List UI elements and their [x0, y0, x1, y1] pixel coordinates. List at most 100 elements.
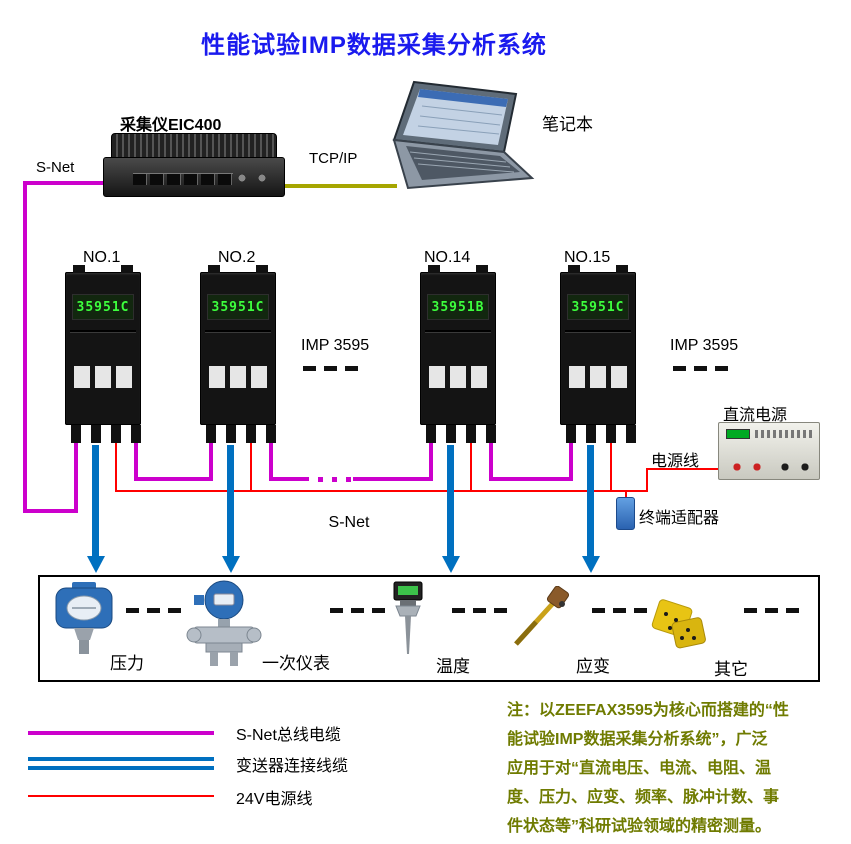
legend-snet-label: S-Net总线电缆 [236, 727, 341, 744]
sensor-label-temperature: 温度 [436, 657, 470, 676]
cable-arrow-1 [87, 556, 105, 573]
power-line-label: 电源线 [651, 453, 700, 470]
transmitter-cable-14 [447, 445, 454, 558]
note-text: 注：以ZEEFAX3595为核心而搭建的“性 能试验IMP数据采集分析系统”，广… [507, 696, 851, 841]
eic400-connectors [235, 171, 269, 185]
terminal-adapter-label: 终端适配器 [639, 510, 720, 527]
imp-model-right-label: IMP 3595 [670, 337, 739, 354]
snet-wire-imp2-left [209, 443, 213, 481]
imp-device-2: 35951C [200, 265, 276, 443]
imp2-connectors [209, 366, 267, 388]
legend-transmitter-line [28, 757, 214, 770]
imp-device-14: 35951B [420, 265, 496, 443]
cable-arrow-2 [222, 556, 240, 573]
sensor-label-other: 其它 [714, 660, 748, 679]
sensor-dashes-2 [330, 608, 385, 613]
snet-wire-imp14-right [489, 443, 493, 481]
imp-device-15: 35951C [560, 265, 636, 443]
sensor-dashes-3 [452, 608, 507, 613]
temperature-sensor-image [386, 580, 430, 656]
imp1-display: 35951C [72, 294, 134, 320]
imp15-pins [566, 425, 636, 443]
note-line-5: 件状态等”科研试验领域的精密测量。 [507, 818, 772, 835]
dc-power-label: 直流电源 [723, 407, 788, 424]
psu-markings [755, 430, 813, 438]
eic400-image [103, 133, 285, 197]
sensor-label-strain: 应变 [576, 657, 610, 676]
imp15-groove [565, 330, 631, 333]
eic400-heatsink [111, 133, 277, 159]
note-line-4: 度、压力、应变、频率、脉冲计数、事 [507, 789, 780, 806]
cable-arrow-15 [582, 556, 600, 573]
imp1-no-label: NO.1 [83, 249, 121, 266]
power-wire-imp1 [115, 443, 117, 492]
legend-power-line [28, 795, 214, 797]
imp-row-dashes-mid [303, 366, 358, 371]
sensor-label-pressure: 压力 [110, 654, 144, 673]
note-line-1: 注：以ZEEFAX3595为核心而搭建的“性 [507, 702, 789, 719]
snet-wire-link-2-dots [269, 477, 309, 481]
snet-wire-imp14-left [429, 443, 433, 481]
imp-model-mid-label: IMP 3595 [301, 337, 370, 354]
dc-power-supply-image [718, 422, 820, 480]
snet-wire-link-1-2 [134, 477, 213, 481]
imp2-groove [205, 330, 271, 333]
psu-terminals [727, 461, 813, 473]
power-wire-imp14 [470, 443, 472, 492]
legend-snet-line [28, 731, 214, 735]
transmitter-cable-15 [587, 445, 594, 558]
imp1-connectors [74, 366, 132, 388]
snet-bus-label: S-Net [328, 514, 370, 531]
imp15-connectors [569, 366, 627, 388]
snet-wire-top [23, 181, 107, 185]
psu-display [726, 429, 750, 439]
collector-label: 采集仪EIC400 [120, 117, 222, 134]
snet-wire-imp2-right [269, 443, 273, 481]
imp2-no-label: NO.2 [218, 249, 256, 266]
imp1-groove [70, 330, 136, 333]
power-wire-to-psu [646, 468, 722, 470]
page-title: 性能试验IMP数据采集分析系统 [201, 32, 547, 59]
primary-instrument-image [186, 578, 262, 672]
imp15-display: 35951C [567, 294, 629, 320]
imp14-groove [425, 330, 491, 333]
imp14-connectors [429, 366, 487, 388]
imp15-no-label: NO.15 [564, 249, 611, 266]
transmitter-cable-1 [92, 445, 99, 558]
power-wire-imp15 [610, 443, 612, 492]
laptop-image [380, 78, 538, 202]
laptop-label: 笔记本 [542, 115, 593, 134]
pressure-transmitter-image [52, 582, 116, 656]
transmitter-cable-2 [227, 445, 234, 558]
imp1-pins [71, 425, 141, 443]
snet-wire-imp1-left [74, 443, 78, 513]
tcpip-wire [285, 184, 397, 188]
imp-row-dashes-right [673, 366, 728, 371]
sensor-dashes-4 [592, 608, 647, 613]
misc-sensor-image [644, 596, 714, 656]
eic400-ports [133, 173, 233, 185]
legend-power-label: 24V电源线 [236, 791, 313, 808]
imp14-display: 35951B [427, 294, 489, 320]
power-wire-to-adapter [625, 490, 627, 498]
note-line-3: 应用于对“直流电压、电流、电阻、温 [507, 760, 772, 777]
legend-transmitter-label: 变送器连接线缆 [236, 758, 349, 775]
snet-top-label: S-Net [36, 159, 75, 176]
sensor-label-instrument: 一次仪表 [262, 654, 330, 673]
power-wire-riser [646, 468, 648, 492]
sensor-dashes-1 [126, 608, 181, 613]
sensor-dashes-5 [744, 608, 799, 613]
power-wire-bus [115, 490, 648, 492]
imp2-pins [206, 425, 276, 443]
snet-bus-continuation-dots [318, 477, 351, 482]
imp14-no-label: NO.14 [424, 249, 471, 266]
snet-wire-bottom-left [23, 509, 78, 513]
snet-wire-imp1-right [134, 443, 138, 481]
cable-arrow-14 [442, 556, 460, 573]
terminal-adapter-image [616, 497, 635, 530]
imp2-display: 35951C [207, 294, 269, 320]
tcpip-label: TCP/IP [309, 150, 358, 167]
imp14-pins [426, 425, 496, 443]
snet-wire-link-dots-14 [353, 477, 433, 481]
